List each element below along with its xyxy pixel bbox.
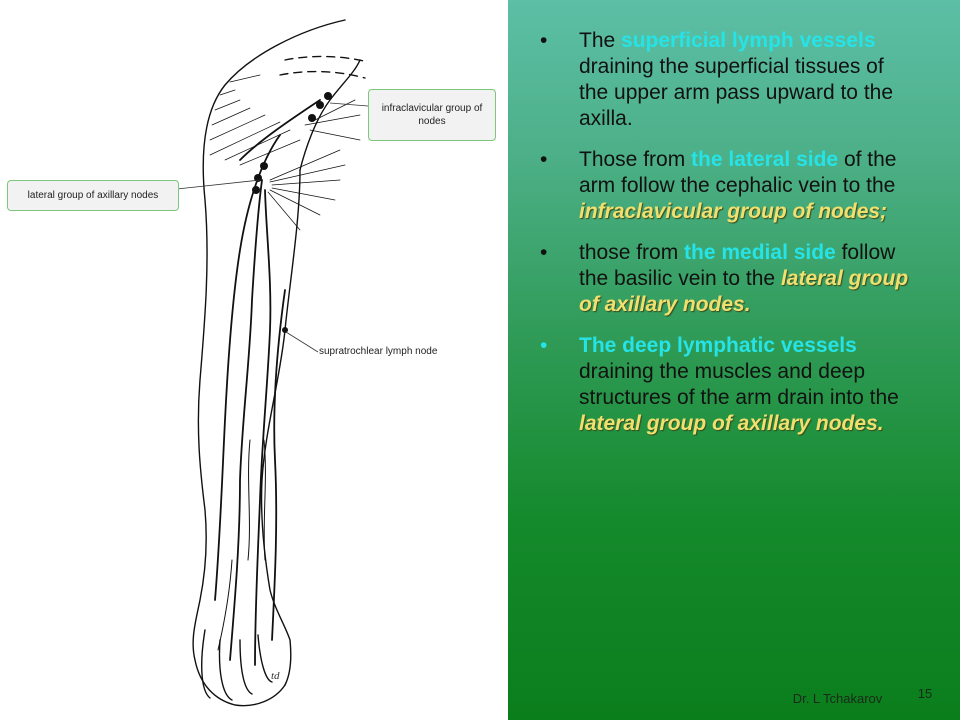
lymph-node xyxy=(308,114,316,122)
callout-infraclavicular-group: infraclavicular group of nodes xyxy=(368,89,496,141)
bullet-text-run: superficial lymph vessels xyxy=(621,29,876,52)
callout-infraclavicular-label: infraclavicular group of nodes xyxy=(381,103,483,127)
bullet-text-run: lateral group of axillary nodes. xyxy=(579,267,909,316)
bullet-text-run: Those from xyxy=(579,148,692,171)
lymph-node xyxy=(252,186,260,194)
bullet-text-run: draining the muscles and deep structures… xyxy=(579,360,899,409)
footer-author: Dr. L Tchakarov xyxy=(792,691,883,706)
bullet-mark: • xyxy=(540,29,548,52)
lymph-node xyxy=(282,327,288,333)
arm-outline-lateral xyxy=(192,19,346,707)
leader-line-supratrochlear xyxy=(285,331,319,353)
axilla-outline xyxy=(299,59,361,171)
bullet-mark: • xyxy=(540,148,548,171)
bullet-list: • The superficial lymph vessels draining … xyxy=(540,28,910,452)
bullet-text-run: The xyxy=(579,29,622,52)
leader-line-lateral xyxy=(176,179,261,190)
lymph-vessel xyxy=(229,179,263,661)
bullet-item: • The superficial lymph vessels draining … xyxy=(540,28,910,132)
bullet-text-run: infraclavicular group of nodes; xyxy=(579,200,888,223)
clavicle-dashes xyxy=(279,55,369,79)
bullet-text-run: follow the basilic vein to the xyxy=(579,241,896,290)
callout-lateral-axillary-group: lateral group of axillary nodes xyxy=(7,180,179,211)
bullet-text-run: the lateral side xyxy=(691,148,839,171)
arm-outline-medial xyxy=(260,169,301,686)
lymph-node xyxy=(316,101,324,109)
bullet-text-run: the medial side xyxy=(684,241,836,264)
lymph-node xyxy=(324,92,332,100)
callout-lateral-label: lateral group of axillary nodes xyxy=(27,190,159,201)
bullet-item: • those from the medial side follow the b… xyxy=(540,240,910,318)
lymph-node xyxy=(260,162,268,170)
arm-drawing xyxy=(176,19,369,707)
bullet-text-run: those from xyxy=(579,241,685,264)
bullet-text-run: lateral group of axillary nodes. xyxy=(579,412,884,435)
bullet-mark: • xyxy=(540,241,548,264)
arm-lymphatics-illustration: infraclavicular group of nodes lateral g… xyxy=(7,19,496,707)
bullet-text-run: of the arm follow the cephalic vein to t… xyxy=(579,148,897,197)
bullet-mark: • xyxy=(540,334,548,357)
lymph-vessel xyxy=(217,439,266,651)
footer-page-number: 15 xyxy=(917,686,933,701)
slide-text-panel xyxy=(508,0,960,720)
bullet-item: • Those from the lateral side of the arm … xyxy=(540,147,910,225)
bullet-item: • The deep lymphatic vessels draining the… xyxy=(540,333,910,437)
lymph-vessel xyxy=(254,189,272,666)
hand-fingers xyxy=(201,629,273,701)
bullet-text-run: draining the superficial tissues of the … xyxy=(579,55,894,130)
leader-line-infraclavicular xyxy=(329,102,369,107)
lymph-vessel xyxy=(271,289,286,641)
artist-signature: td xyxy=(271,670,280,682)
label-supratrochlear-node: supratrochlear lymph node xyxy=(319,346,438,357)
lymph-vessel xyxy=(239,99,321,161)
bullet-text-run: The deep lymphatic vessels xyxy=(579,334,857,357)
